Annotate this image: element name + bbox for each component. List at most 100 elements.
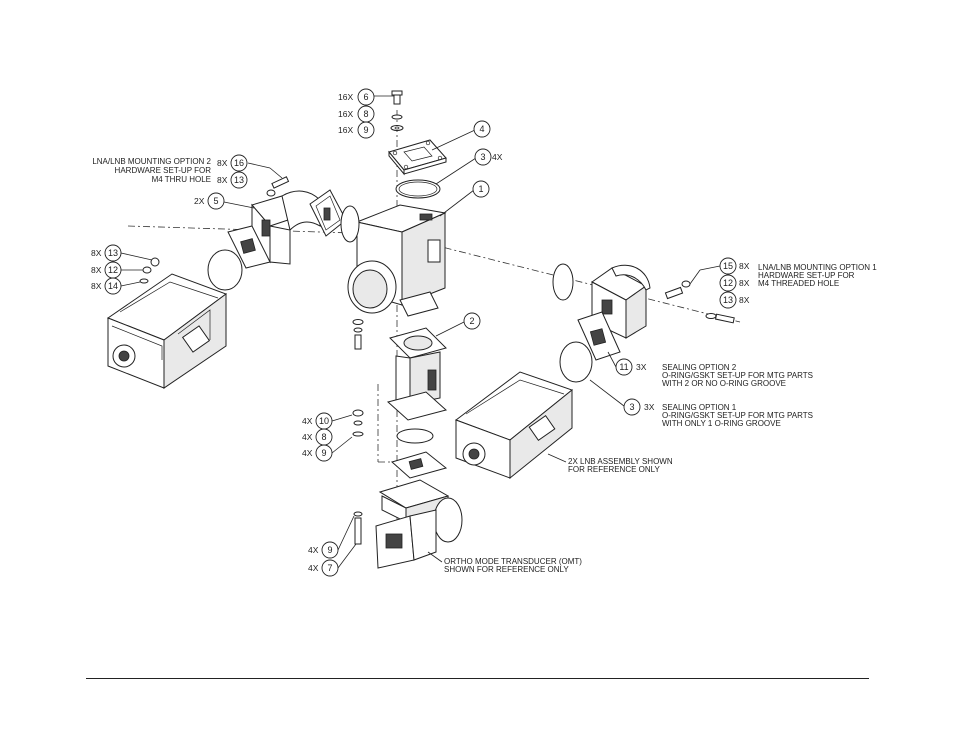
balloon-13-lower-qty: 8X (91, 248, 102, 258)
balloon-9-bottom-qty: 4X (308, 545, 319, 555)
balloon-2 (463, 312, 481, 330)
balloon-8-lower-qty: 4X (302, 432, 313, 442)
balloon-13-upper-qty: 8X (217, 175, 228, 185)
balloon-10-num: 10 (319, 416, 329, 426)
balloon-14 (104, 277, 122, 295)
balloon-8-top-qty: 16X (338, 109, 353, 119)
balloon-14-num: 14 (108, 281, 118, 291)
note-lna-option1-2: HARDWARE SET-UP FOR (758, 271, 855, 280)
balloon-4 (473, 120, 491, 138)
omt-screw (353, 511, 363, 545)
o-ring-right-lower (559, 341, 593, 383)
note-sealing-option2-2: O-RING/GSKT SET-UP FOR MTG PARTS (662, 371, 813, 380)
balloon-8-lower-num: 8 (321, 432, 326, 442)
balloon-13-right-num: 13 (723, 295, 733, 305)
gasket-left (227, 225, 271, 269)
center-hardware-lower (352, 409, 364, 437)
balloon-1 (472, 180, 490, 198)
ortho-mode-transducer (375, 479, 463, 569)
gasket-right (577, 311, 621, 361)
left-hardware-upper (266, 176, 290, 197)
balloon-4-num: 4 (479, 124, 484, 134)
note-lnb-assembly-1: 2X LNB ASSEMBLY SHOWN (568, 457, 673, 466)
o-ring-left-upper (340, 205, 360, 243)
balloon-9-lower-num: 9 (321, 448, 326, 458)
balloon-13-right (719, 291, 737, 309)
note-lnb-assembly-2: FOR REFERENCE ONLY (568, 465, 661, 474)
note-lna-option2-3: M4 THRU HOLE (152, 175, 211, 184)
balloon-3-top-qty: 4X (492, 152, 503, 162)
left-hardware-lower (139, 257, 160, 284)
note-omt-2: SHOWN FOR REFERENCE ONLY (444, 565, 569, 574)
o-ring-top (395, 179, 441, 199)
gasket-center (390, 451, 448, 479)
balloon-13-upper (230, 171, 248, 189)
balloon-9-bottom (321, 541, 339, 559)
balloon-5 (207, 192, 225, 210)
balloon-14-qty: 8X (91, 281, 102, 291)
balloon-11-qty: 3X (636, 362, 647, 372)
balloon-13-right-qty: 8X (739, 295, 750, 305)
balloon-9-top-qty: 16X (338, 125, 353, 135)
balloon-8-top-num: 8 (363, 109, 368, 119)
balloon-12-right-qty: 8X (739, 278, 750, 288)
balloon-9-top (357, 121, 375, 139)
balloon-6 (357, 88, 375, 106)
balloon-15-qty: 8X (739, 261, 750, 271)
lnb-left (106, 273, 228, 389)
balloon-9-bottom-num: 9 (327, 545, 332, 555)
balloon-3-lower-num: 3 (629, 402, 634, 412)
balloon-6-qty: 16X (338, 92, 353, 102)
note-sealing-option1-1: SEALING OPTION 1 (662, 403, 737, 412)
lnb-right (454, 371, 574, 480)
balloon-9-lower (315, 444, 333, 462)
note-sealing-option2-3: WITH 2 OR NO O-RING GROOVE (662, 379, 786, 388)
note-lna-option2-2: HARDWARE SET-UP FOR (115, 166, 212, 175)
balloon-9-lower-qty: 4X (302, 448, 313, 458)
balloon-13-lower (104, 244, 122, 262)
balloon-3-lower (623, 398, 641, 416)
balloon-11-num: 11 (619, 362, 628, 372)
balloon-16-num: 16 (234, 158, 244, 168)
note-lna-option2-1: LNA/LNB MOUNTING OPTION 2 (92, 157, 211, 166)
callouts: 6 16X 8 16X 9 16X 4 3 4X 1 16 8X 13 8X L… (91, 88, 877, 577)
balloon-3-top (474, 148, 492, 166)
o-ring-right-upper (552, 263, 574, 301)
balloon-12-left-qty: 8X (91, 265, 102, 275)
right-hardware (664, 280, 735, 324)
balloon-11 (615, 358, 633, 376)
balloon-16 (230, 154, 248, 172)
note-sealing-option1-3: WITH ONLY 1 O-RING GROOVE (662, 419, 781, 428)
waveguide-elbow-left (251, 190, 321, 265)
center-hardware-left (352, 319, 364, 350)
balloon-16-qty: 8X (217, 158, 228, 168)
balloon-5-num: 5 (213, 196, 218, 206)
note-sealing-option1-2: O-RING/GSKT SET-UP FOR MTG PARTS (662, 411, 813, 420)
junction-block (347, 204, 447, 317)
balloon-3-lower-qty: 3X (644, 402, 655, 412)
balloon-15-num: 15 (723, 261, 733, 271)
o-ring-center (396, 428, 434, 444)
balloon-15 (719, 257, 737, 275)
balloon-6-num: 6 (363, 92, 368, 102)
balloon-13-lower-num: 13 (108, 248, 118, 258)
balloon-9-top-num: 9 (363, 125, 368, 135)
note-lna-option1-3: M4 THREADED HOLE (758, 279, 839, 288)
balloon-13-upper-num: 13 (234, 175, 244, 185)
balloon-2-num: 2 (469, 316, 474, 326)
note-sealing-option2-1: SEALING OPTION 2 (662, 363, 737, 372)
balloon-5-qty: 2X (194, 196, 205, 206)
note-lna-option1-1: LNA/LNB MOUNTING OPTION 1 (758, 263, 877, 272)
waveguide-filter (386, 327, 448, 421)
balloon-10-qty: 4X (302, 416, 313, 426)
balloon-12-left-num: 12 (108, 265, 118, 275)
balloon-1-num: 1 (478, 184, 483, 194)
gasket-plate-top (388, 139, 447, 176)
note-omt-1: ORTHO MODE TRANSDUCER (OMT) (444, 557, 582, 566)
footer-rule (86, 678, 869, 679)
balloon-3-top-num: 3 (480, 152, 485, 162)
o-ring-left-lower (207, 249, 243, 291)
balloon-7-num: 7 (327, 563, 332, 573)
top-screw-stack (390, 90, 404, 131)
